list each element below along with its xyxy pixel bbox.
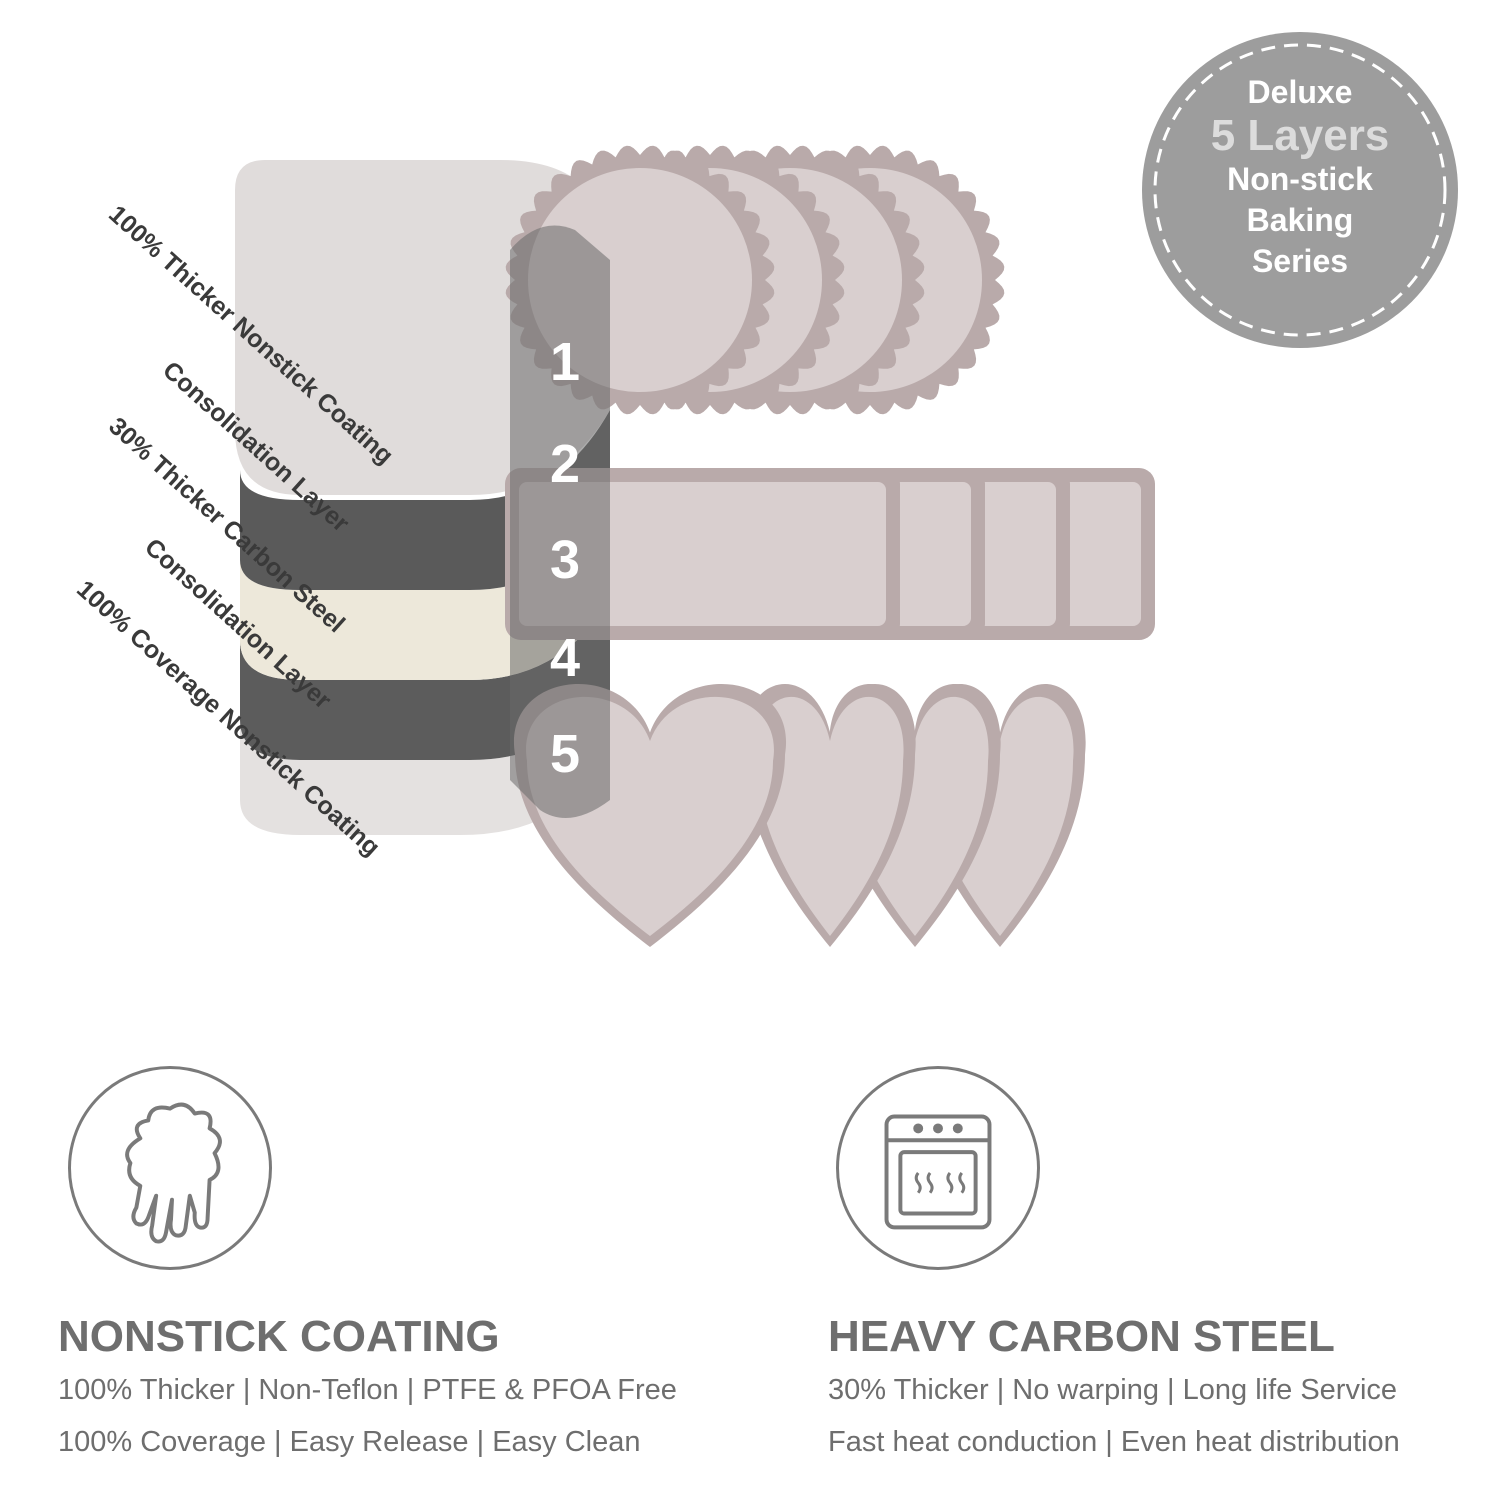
layer-number-4: 4 bbox=[550, 628, 580, 688]
product-illustration: 1 2 3 4 5 bbox=[235, 32, 1458, 947]
layer-number-5: 5 bbox=[550, 724, 580, 784]
badge-text: Deluxe 5 Layers Non-stick Baking Series bbox=[1142, 72, 1458, 282]
oven-icon bbox=[884, 1114, 992, 1230]
carbon-steel-feature-line-2: Fast heat conduction | Even heat distrib… bbox=[828, 1426, 1400, 1458]
nonstick-feature-circle bbox=[68, 1066, 272, 1270]
layer-number-3: 3 bbox=[550, 530, 580, 590]
round-tart-pans bbox=[505, 145, 1005, 415]
nonstick-feature-line-1: 100% Thicker | Non-Teflon | PTFE & PFOA … bbox=[58, 1374, 677, 1406]
carbon-steel-feature-line-1: 30% Thicker | No warping | Long life Ser… bbox=[828, 1374, 1398, 1406]
badge-line-nonstick: Non-stick bbox=[1227, 161, 1373, 198]
layer-5-shape bbox=[240, 690, 610, 835]
layer-number-1: 1 bbox=[550, 332, 580, 392]
badge-line-series: Series bbox=[1251, 243, 1349, 280]
layer-number-2: 2 bbox=[550, 434, 580, 494]
nonstick-feature-line-2: 100% Coverage | Easy Release | Easy Clea… bbox=[58, 1426, 641, 1458]
badge-line-deluxe: Deluxe bbox=[1247, 74, 1353, 110]
carbon-steel-feature-circle bbox=[836, 1066, 1040, 1270]
badge-line-layers: 5 Layers bbox=[1210, 110, 1390, 160]
layer-number-band bbox=[510, 225, 610, 818]
heart-pan bbox=[744, 683, 916, 947]
deluxe-badge bbox=[1142, 32, 1458, 348]
carbon-steel-feature-title: HEAVY CARBON STEEL bbox=[828, 1312, 1335, 1361]
nonstick-feature-title: NONSTICK COATING bbox=[58, 1312, 500, 1361]
badge-line-baking: Baking bbox=[1246, 202, 1354, 239]
melting-drip-icon bbox=[125, 1102, 222, 1244]
layer-numbers: 1 2 3 4 5 bbox=[550, 332, 580, 784]
heart-tart-pans bbox=[513, 683, 1086, 947]
